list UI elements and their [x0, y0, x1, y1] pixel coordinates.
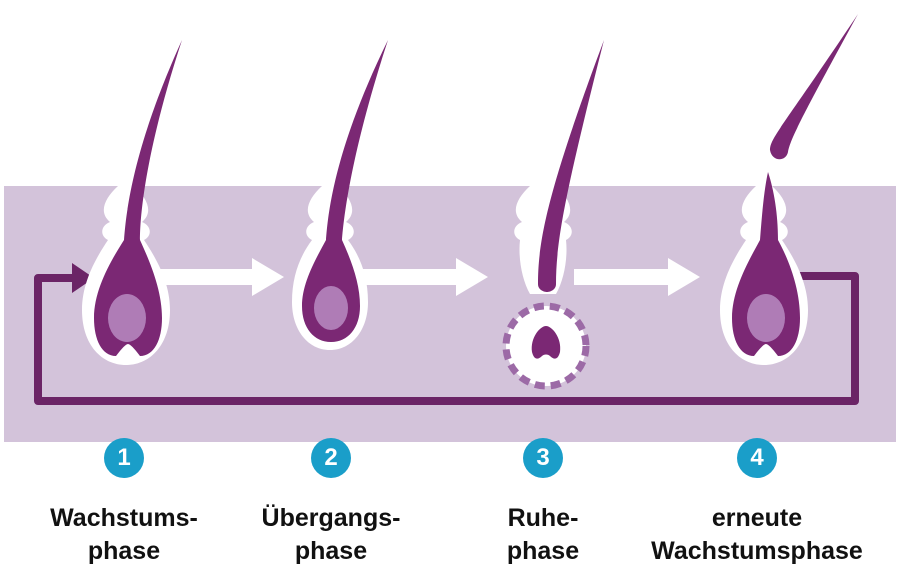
phase-4-number-badge: 4	[737, 438, 777, 478]
arrow-3-to-4-icon	[574, 258, 700, 296]
follicle-phase-1-icon	[82, 40, 182, 365]
shed-hair-icon	[770, 14, 858, 160]
cycle-arrowhead-icon	[72, 263, 94, 293]
phase-4-label-line-2: Wachstumsphase	[651, 537, 863, 565]
phase-2-label: Übergangs- phase	[201, 502, 461, 568]
phase-1-label-line-2: phase	[87, 537, 161, 565]
arrow-2-to-3-icon	[362, 258, 488, 296]
follicle-phase-4-icon	[720, 14, 858, 365]
phase-1-label: Wachstums- phase	[0, 502, 254, 568]
phase-2-label-line-1: Übergangs-	[261, 504, 401, 532]
phase-2-number-badge: 2	[311, 438, 351, 478]
phase-1-label-line-1: Wachstums-	[50, 504, 198, 532]
follicle-phase-2-icon	[292, 40, 388, 350]
phase-4-label: erneute Wachstumsphase	[627, 502, 887, 568]
cycle-return-line	[34, 272, 859, 405]
phase-4-label-line-1: erneute	[711, 504, 803, 532]
phase-2-label-line-2: phase	[294, 537, 368, 565]
phase-3-label-line-1: Ruhe-	[507, 504, 579, 532]
follicle-phase-3-icon	[502, 40, 604, 390]
phase-3-number-badge: 3	[523, 438, 563, 478]
phase-3-label-line-2: phase	[506, 537, 580, 565]
arrow-1-to-2-icon	[158, 258, 284, 296]
phase-1-number-badge: 1	[104, 438, 144, 478]
phase-3-label: Ruhe- phase	[413, 502, 673, 568]
